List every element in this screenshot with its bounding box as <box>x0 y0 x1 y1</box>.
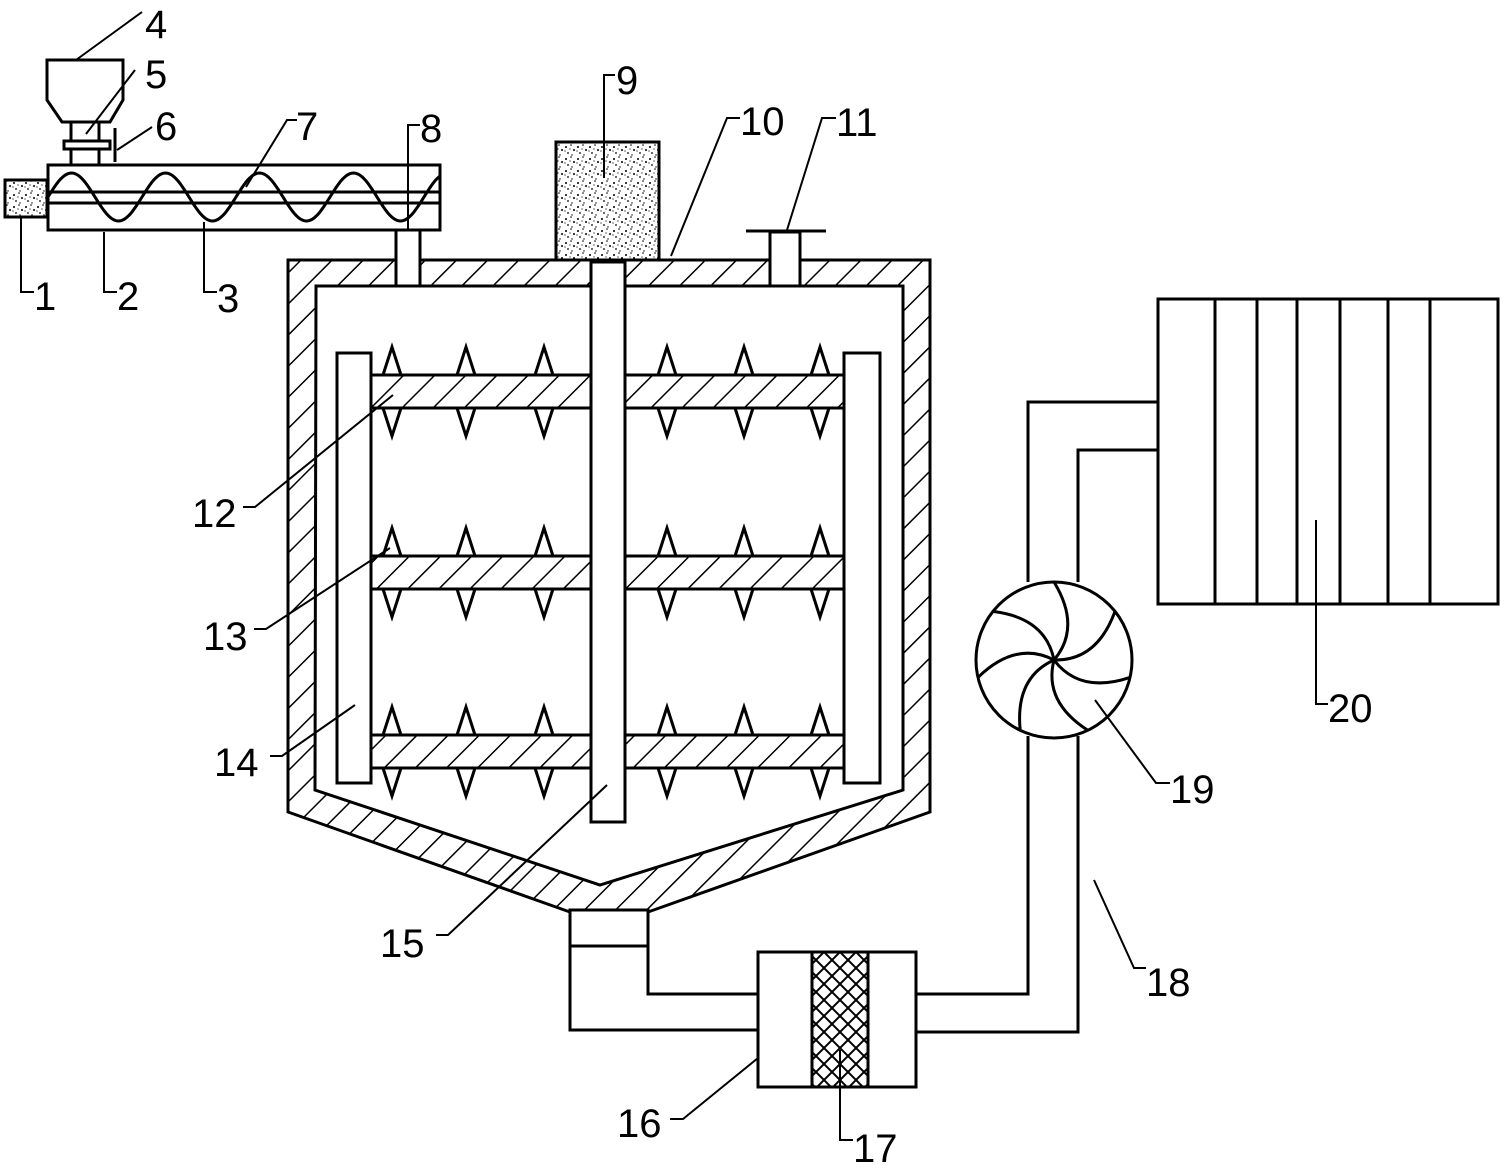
leader-lines <box>20 11 1328 1141</box>
stirring-teeth <box>381 342 831 801</box>
tooth <box>381 767 403 801</box>
label-20: 20 <box>1328 687 1373 731</box>
tooth <box>809 702 831 736</box>
outlet-pipe <box>568 945 758 1032</box>
label-19: 19 <box>1170 768 1215 812</box>
label-11: 11 <box>836 101 878 145</box>
tooth <box>733 342 755 376</box>
fan-blade <box>1050 659 1089 732</box>
label-15: 15 <box>380 922 425 966</box>
label-8: 8 <box>420 107 442 151</box>
tooth <box>533 702 555 736</box>
collection-box <box>1156 297 1500 606</box>
tooth <box>455 342 477 376</box>
tooth <box>455 767 477 801</box>
tooth <box>733 523 755 557</box>
collection-box-dividers <box>1213 299 1432 604</box>
label-2: 2 <box>117 275 139 319</box>
tooth <box>656 342 678 376</box>
label-7: 7 <box>296 105 318 149</box>
fan-blade <box>992 609 1056 661</box>
vent-pipe <box>768 230 802 288</box>
tooth <box>381 523 403 557</box>
tooth <box>656 702 678 736</box>
fan-blade <box>1052 659 1131 685</box>
label-17: 17 <box>853 1127 898 1171</box>
tooth <box>533 523 555 557</box>
label-1: 1 <box>34 275 56 319</box>
upper-pipe <box>1026 400 1158 582</box>
tooth <box>533 767 555 801</box>
tooth <box>455 407 477 441</box>
tooth <box>533 588 555 622</box>
tooth <box>733 702 755 736</box>
tooth <box>733 588 755 622</box>
label-10: 10 <box>740 100 785 144</box>
label-13: 13 <box>203 615 248 659</box>
tooth <box>455 588 477 622</box>
tooth <box>809 407 831 441</box>
inlet-pipe <box>394 228 422 288</box>
tooth <box>809 523 831 557</box>
label-5: 5 <box>145 53 167 97</box>
motor <box>554 140 661 262</box>
tooth <box>809 588 831 622</box>
tooth <box>533 407 555 441</box>
tooth <box>533 342 555 376</box>
fan <box>974 580 1134 740</box>
callout-labels: 1 2 3 4 5 6 7 8 9 10 11 12 13 14 15 16 1… <box>34 3 1373 1171</box>
label-16: 16 <box>617 1102 662 1146</box>
tooth <box>381 588 403 622</box>
left-post <box>335 351 373 785</box>
valve <box>62 139 112 151</box>
right-post <box>842 351 882 785</box>
tooth <box>381 702 403 736</box>
tooth <box>733 407 755 441</box>
label-14: 14 <box>214 741 259 785</box>
label-3: 3 <box>217 277 239 321</box>
tooth <box>656 523 678 557</box>
stirring-bars <box>369 373 846 770</box>
tooth <box>733 767 755 801</box>
tooth <box>455 702 477 736</box>
central-shaft <box>589 260 627 824</box>
tooth <box>381 407 403 441</box>
label-18: 18 <box>1146 961 1191 1005</box>
fan-blade <box>976 651 1055 679</box>
screw-blade <box>46 171 441 223</box>
tooth <box>455 523 477 557</box>
tooth <box>809 767 831 801</box>
conveyor-motor <box>3 178 49 219</box>
tooth <box>656 588 678 622</box>
label-9: 9 <box>616 59 638 103</box>
fan-blade <box>1052 581 1070 661</box>
hopper <box>45 58 125 124</box>
tank-outlet <box>568 908 650 948</box>
label-6: 6 <box>155 105 177 149</box>
fan-blade <box>1053 610 1117 662</box>
return-pipe <box>916 736 1080 1034</box>
fan-blade <box>1018 658 1055 731</box>
tooth <box>381 342 403 376</box>
label-4: 4 <box>145 3 167 47</box>
tooth <box>656 407 678 441</box>
screw-housing <box>46 163 442 232</box>
label-12: 12 <box>192 492 237 536</box>
tooth <box>656 767 678 801</box>
tooth <box>809 342 831 376</box>
